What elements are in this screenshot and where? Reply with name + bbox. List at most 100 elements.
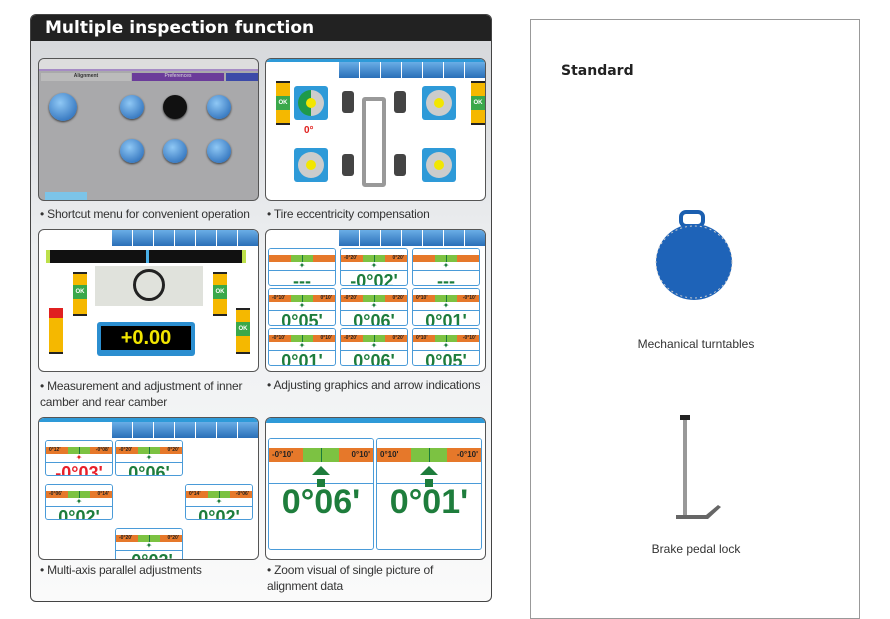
tolerance-min: 0°12' bbox=[49, 447, 61, 453]
wheel-rr bbox=[422, 148, 456, 182]
ok-indicator: OK bbox=[276, 96, 290, 110]
wheel-fl bbox=[294, 86, 328, 120]
alignment-card: 0°10'-0°10'✦0°01' bbox=[412, 288, 480, 326]
tolerance-min: 0°10' bbox=[416, 335, 428, 341]
tolerance-max: 0°10' bbox=[320, 295, 332, 301]
brake-pedal-lock-label: Brake pedal lock bbox=[651, 542, 741, 556]
tolerance-min: -0°06' bbox=[49, 491, 63, 497]
tolerance-max: 0°20' bbox=[392, 255, 404, 261]
tolerance-bar: -0°06' 0°14' bbox=[46, 491, 112, 498]
arrow-up-icon bbox=[269, 462, 373, 487]
alignment-value: 0°06' bbox=[128, 463, 170, 476]
alignment-card: -0°10'0°10'✦0°01' bbox=[268, 328, 336, 366]
tab-preferences: Preferences bbox=[132, 73, 224, 81]
chassis-diagram bbox=[362, 97, 386, 187]
panel-title: Multiple inspection function bbox=[31, 15, 491, 41]
zoom-screenshot: -0°10'0°10'0°06'0°10'-0°10'0°01' bbox=[265, 417, 486, 560]
multiaxis-screenshot: 0°12'-0°08'✦-0°03'-0°20'0°20'✦0°06'-0°06… bbox=[38, 417, 259, 560]
alignment-value: --- bbox=[437, 271, 455, 286]
ok-indicator: OK bbox=[213, 285, 227, 299]
compensation-angle: 0° bbox=[304, 125, 314, 136]
tolerance-max: 0°20' bbox=[392, 335, 404, 341]
tolerance-max: 0°20' bbox=[392, 295, 404, 301]
caption-camber: Measurement and adjustment of inner camb… bbox=[40, 378, 260, 410]
tolerance-max: -0°10' bbox=[462, 335, 476, 341]
tolerance-bar: -0°10' 0°10' bbox=[269, 295, 335, 302]
tolerance-min: -0°10' bbox=[272, 449, 294, 459]
alignment-card: -0°20'0°20'✦-0°02' bbox=[340, 248, 408, 286]
alignment-value: 0°01' bbox=[281, 351, 323, 366]
inspection-panel: Multiple inspection function Alignment P… bbox=[30, 14, 492, 602]
caption-eccentricity: Tire eccentricity compensation bbox=[267, 206, 430, 222]
tolerance-min: -0°20' bbox=[344, 255, 358, 261]
tools-icon bbox=[163, 139, 187, 163]
alignment-card: 0°10'-0°10'✦0°05' bbox=[412, 328, 480, 366]
alignment-value: 0°05' bbox=[281, 311, 323, 326]
alignment-card: 0°10'-0°10'0°01' bbox=[376, 438, 482, 550]
brake-pedal-lock-image bbox=[676, 415, 721, 519]
tolerance-max: 0°10' bbox=[351, 449, 370, 459]
caption-adjusting: Adjusting graphics and arrow indications bbox=[267, 377, 480, 393]
tolerance-max: 0°20' bbox=[167, 535, 179, 541]
shortcut-menu-screenshot: Alignment Preferences bbox=[38, 58, 259, 201]
turntable-label: Mechanical turntables bbox=[637, 337, 755, 351]
tolerance-min: -0°20' bbox=[344, 295, 358, 301]
alignment-card: -0°10' 0°10' 0°06' bbox=[268, 438, 374, 550]
alignment-value: -0°02' bbox=[350, 271, 398, 286]
car-icon bbox=[120, 95, 144, 119]
tolerance-max: -0°10' bbox=[462, 295, 476, 301]
alignment-card: ✦--- bbox=[412, 248, 480, 286]
alignment-value: 0°05' bbox=[425, 351, 467, 366]
wheel-rl bbox=[294, 148, 328, 182]
tab-alignment: Alignment bbox=[41, 73, 131, 81]
tolerance-bar: -0°10' 0°10' bbox=[269, 335, 335, 342]
tolerance-max: 0°20' bbox=[167, 447, 179, 453]
tolerance-bar: -0°20'0°20' bbox=[341, 335, 407, 342]
tolerance-bar: -0°20' 0°20' bbox=[341, 255, 407, 262]
alignment-card: ✦--- bbox=[268, 248, 336, 286]
wheel-fr bbox=[422, 86, 456, 120]
tolerance-bar: 0°14'-0°06' bbox=[186, 491, 252, 498]
tolerance-bar: -0°20' 0°20' bbox=[341, 295, 407, 302]
caption-zoom: Zoom visual of single picture of alignme… bbox=[267, 562, 467, 594]
tolerance-min: -0°20' bbox=[119, 535, 133, 541]
parking-icon bbox=[163, 95, 187, 119]
alignment-value: 0°06' bbox=[281, 482, 361, 521]
alignment-value: -0°03' bbox=[55, 463, 103, 476]
camber-screenshot: OK OK OK +0.00 bbox=[38, 229, 259, 372]
tolerance-min: -0°10' bbox=[272, 335, 286, 341]
eccentricity-screenshot: OK OK 0° bbox=[265, 58, 486, 201]
alignment-card: 0°14'-0°06'✦0°02' bbox=[185, 484, 253, 520]
tolerance-min: 0°10' bbox=[380, 449, 399, 459]
alignment-card: -0°20'0°20'✦0°06' bbox=[340, 328, 408, 366]
tolerance-bar: -0°20' 0°20' bbox=[116, 447, 182, 454]
tolerance-max: 0°14' bbox=[97, 491, 109, 497]
alignment-card: -0°10'0°10'✦0°05' bbox=[268, 288, 336, 326]
tolerance-bar: 0°10' -0°10' bbox=[377, 447, 481, 462]
standard-panel: Standard Mechanical turntables Brake ped… bbox=[530, 19, 860, 619]
ok-indicator: OK bbox=[236, 322, 250, 336]
alignment-value: 0°06' bbox=[353, 351, 395, 366]
turntable-image bbox=[655, 210, 733, 300]
tolerance-min: -0°20' bbox=[119, 447, 133, 453]
tolerance-bar bbox=[269, 255, 335, 262]
alignment-value: -0°03' bbox=[116, 551, 182, 559]
ok-indicator: OK bbox=[73, 285, 87, 299]
eraser-icon bbox=[207, 139, 231, 163]
tolerance-bar: 0°12'-0°08' bbox=[46, 447, 112, 454]
alignment-card: 0°12'-0°08'✦-0°03' bbox=[45, 440, 113, 476]
tolerance-bar: 0°10' -0°10' bbox=[413, 335, 479, 342]
tolerance-max: -0°06' bbox=[235, 491, 249, 497]
alignment-value: --- bbox=[293, 271, 311, 286]
tolerance-bar: 0°10' -0°10' bbox=[413, 295, 479, 302]
arrow-up-icon bbox=[377, 462, 481, 487]
tolerance-max: -0°10' bbox=[456, 449, 478, 459]
adjust-tool-icon bbox=[120, 139, 144, 163]
alignment-value: 0°02' bbox=[198, 507, 240, 520]
alignment-card: -0°20'0°20'✦0°06' bbox=[115, 440, 183, 476]
caption-multiaxis: Multi-axis parallel adjustments bbox=[40, 562, 202, 578]
tolerance-max: 0°10' bbox=[320, 335, 332, 341]
adjusting-screenshot: ✦----0°20'0°20'✦-0°02'✦----0°10'0°10'✦0°… bbox=[265, 229, 486, 372]
tolerance-min: 0°10' bbox=[416, 295, 428, 301]
tolerance-min: -0°10' bbox=[272, 295, 286, 301]
